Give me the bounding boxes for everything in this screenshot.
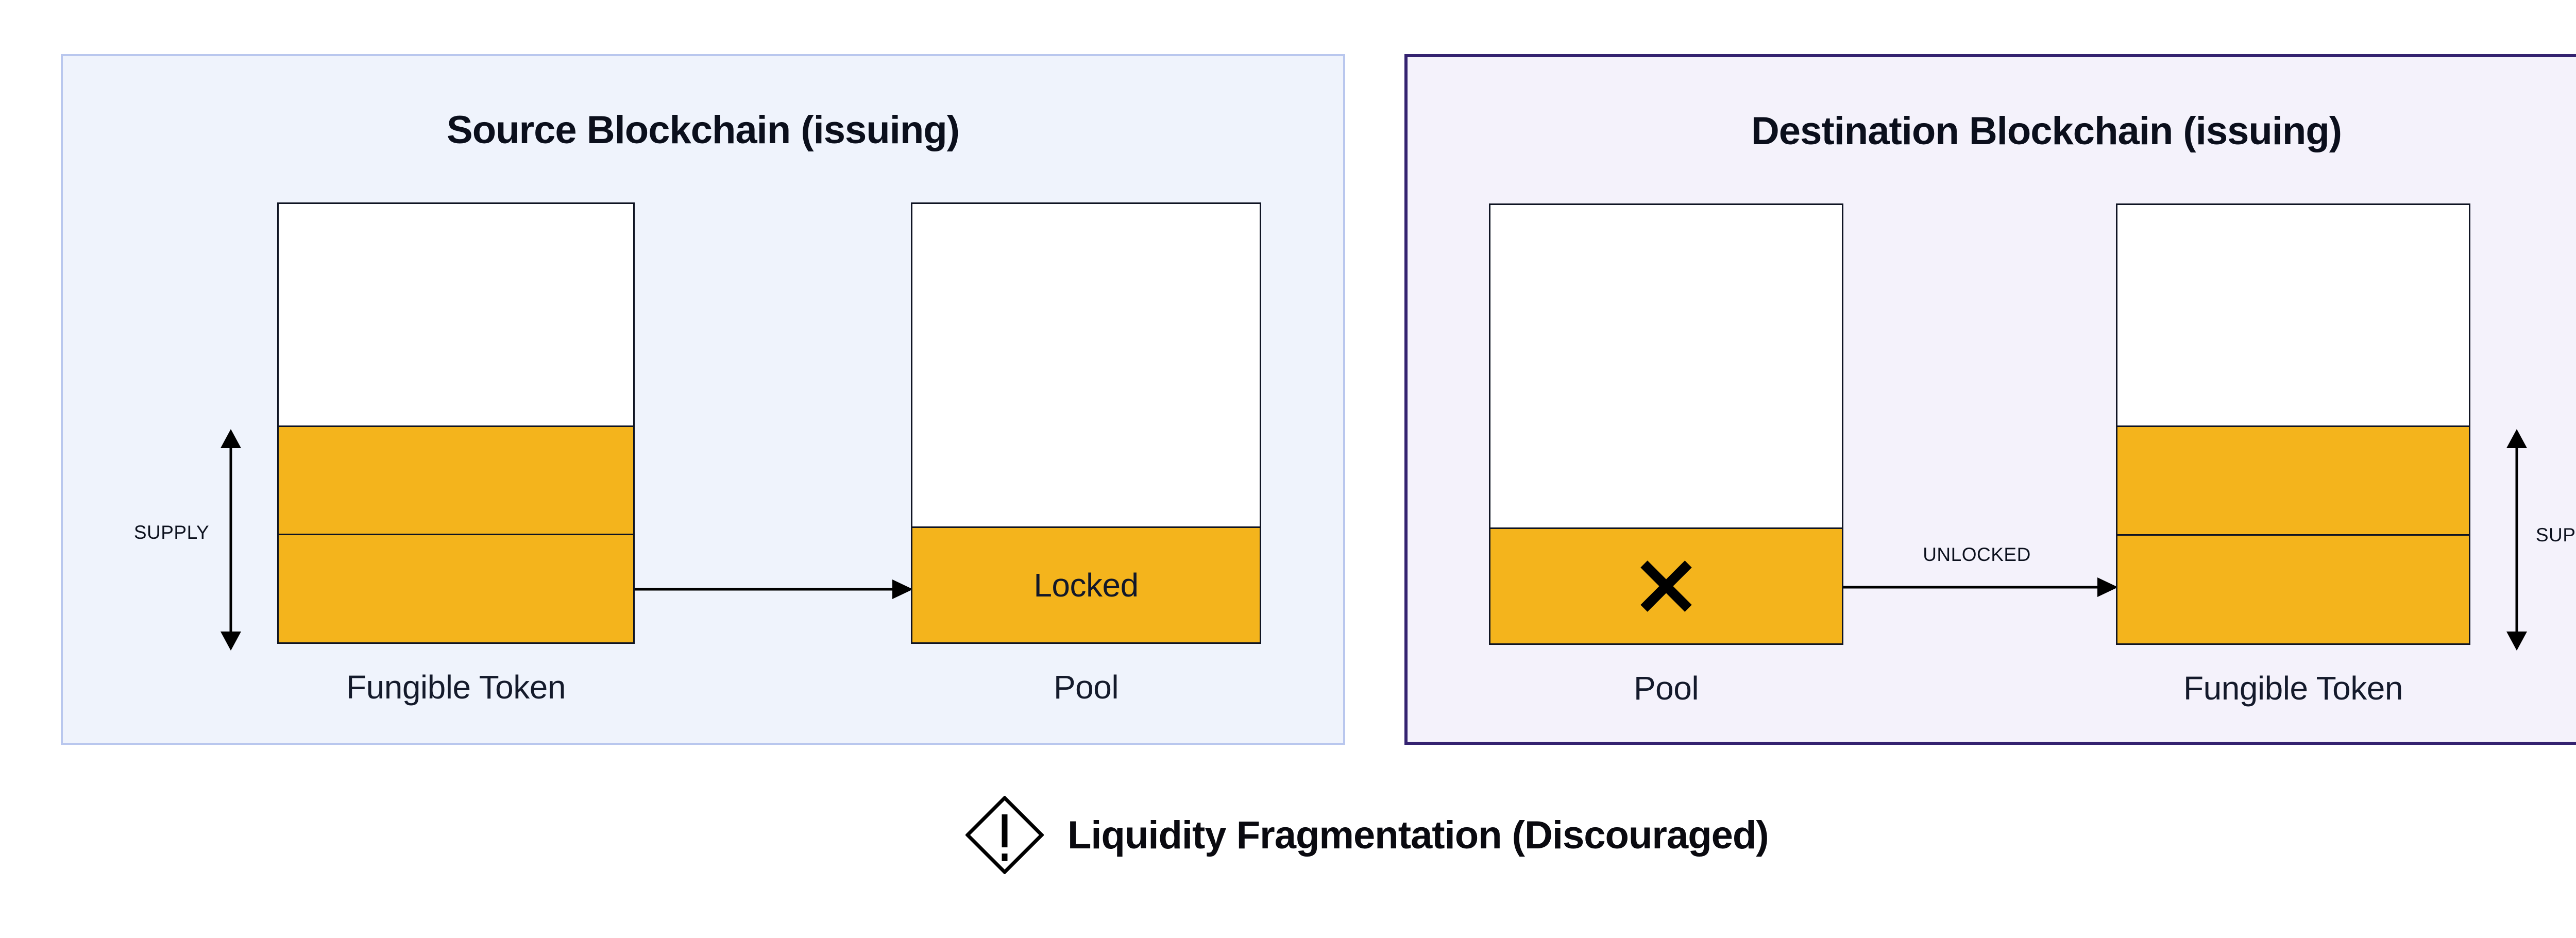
source-fungible-token-box: Fungible Token	[277, 202, 635, 706]
source-blockchain-panel: Source Blockchain (issuing) SUPPLY Fungi…	[61, 54, 1345, 745]
source-fungible-token-label: Fungible Token	[346, 669, 566, 706]
destination-pool-label: Pool	[1633, 670, 1699, 707]
warning-caption: Liquidity Fragmentation (Discouraged)	[965, 796, 1769, 874]
cancel-x-icon	[1640, 560, 1692, 612]
destination-panel-title: Destination Blockchain (issuing)	[1751, 109, 2342, 153]
supply-label: SUPPLY	[2535, 524, 2576, 545]
destination-pool-box: Pool	[1489, 203, 1843, 707]
supply-range-arrow-icon	[2506, 429, 2527, 651]
supply-range-arrow-icon	[221, 429, 241, 651]
source-panel-title: Source Blockchain (issuing)	[447, 108, 960, 152]
unlock-transfer-arrow-icon	[1843, 577, 2118, 597]
unlocked-label: UNLOCKED	[1923, 544, 2031, 565]
destination-blockchain-panel: Destination Blockchain (issuing) Pool UN…	[1404, 54, 2576, 745]
destination-pool-fill	[1490, 527, 1842, 643]
destination-fungible-token-fill	[2117, 425, 2469, 643]
supply-label: SUPPLY	[133, 522, 210, 543]
destination-fungible-token-divider	[2117, 534, 2469, 536]
source-pool-fill: Locked	[912, 526, 1260, 642]
source-fungible-token-fill	[279, 425, 633, 642]
lock-transfer-arrow-icon	[635, 579, 913, 599]
destination-fungible-token-box: Fungible Token	[2116, 203, 2470, 707]
destination-fungible-token-label: Fungible Token	[2183, 670, 2403, 707]
caption-label: Liquidity Fragmentation (Discouraged)	[1067, 813, 1769, 857]
warning-diamond-icon	[965, 796, 1044, 874]
source-pool-label: Pool	[1053, 669, 1119, 706]
source-pool-box: Locked Pool	[911, 202, 1261, 706]
locked-label: Locked	[1033, 567, 1139, 604]
source-fungible-token-divider	[279, 534, 633, 535]
